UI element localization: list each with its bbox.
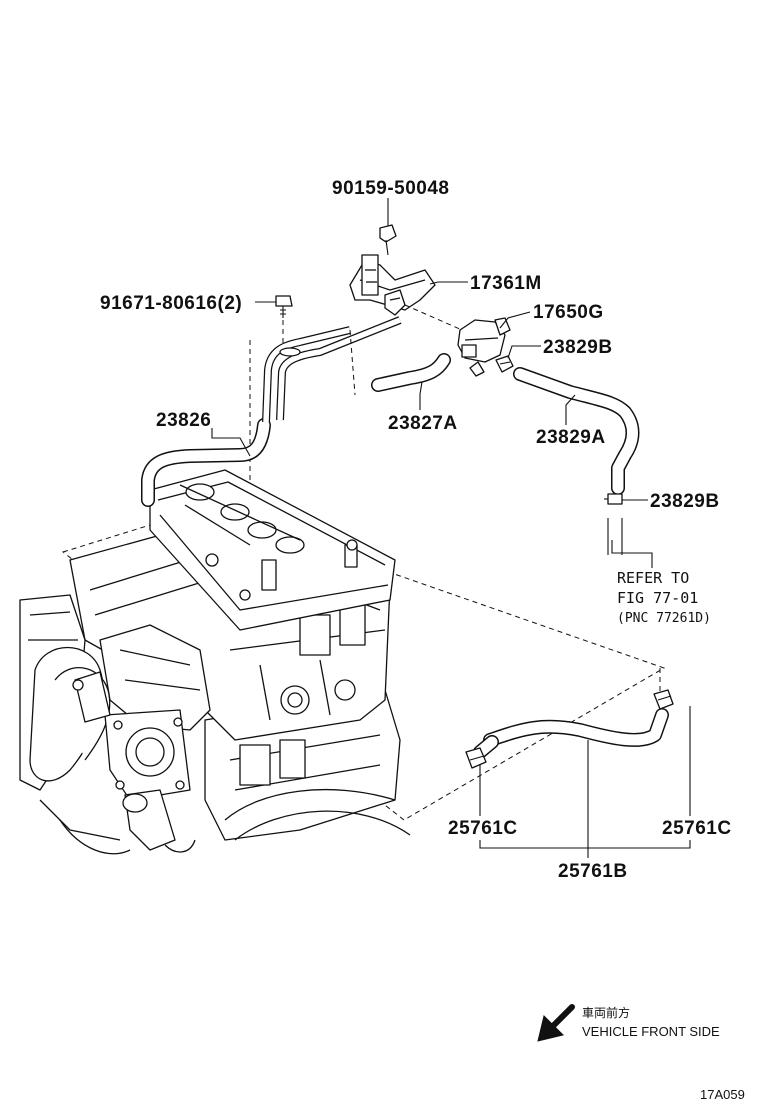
clip-23829b-lower <box>604 493 623 505</box>
bolt-90159-50048 <box>379 224 397 256</box>
refer-line-1: REFER TO <box>617 569 689 587</box>
label-25761b[interactable]: 25761B <box>558 861 628 882</box>
vent-pipe-23826 <box>141 316 402 507</box>
refer-line-2[interactable]: FIG 77-01 <box>617 589 698 607</box>
bolt-91671-80616 <box>275 295 293 345</box>
label-23829a[interactable]: 23829A <box>536 427 606 448</box>
label-25761c-right[interactable]: 25761C <box>662 818 732 839</box>
hose-23827a <box>371 353 451 392</box>
figure-id: 17A059 <box>700 1087 745 1102</box>
vacuum-valve-17650g <box>404 304 511 377</box>
label-23827a[interactable]: 23827A <box>388 413 458 434</box>
hose-23829a <box>513 367 640 495</box>
engine-illustration <box>19 340 666 855</box>
label-23829b-lower[interactable]: 23829B <box>650 491 720 512</box>
pipe-to-fig-77-01 <box>607 518 623 555</box>
label-23826[interactable]: 23826 <box>156 410 211 431</box>
label-23829b-upper[interactable]: 23829B <box>543 337 613 358</box>
leader-lines <box>211 198 691 858</box>
clip-23829b-upper <box>495 355 514 373</box>
refer-line-3: (PNC 77261D) <box>617 611 711 626</box>
label-17361m[interactable]: 17361M <box>470 273 542 294</box>
hose-25761b <box>473 668 669 759</box>
clamp-25761c-left <box>465 747 487 769</box>
front-label-japanese: 車両前方 <box>582 1005 630 1020</box>
label-25761c-left[interactable]: 25761C <box>448 818 518 839</box>
label-91671-80616[interactable]: 91671-80616(2) <box>100 293 242 314</box>
vehicle-front-indicator: 車両前方 VEHICLE FRONT SIDE <box>537 1004 720 1042</box>
clamp-25761c-right <box>653 689 674 710</box>
refer-note: REFER TO FIG 77-01 (PNC 77261D) <box>617 569 711 626</box>
part-labels: 90159-50048 17361M 91671-80616(2) 17650G… <box>100 178 732 882</box>
label-17650g[interactable]: 17650G <box>533 302 604 323</box>
label-90159-50048[interactable]: 90159-50048 <box>332 178 450 199</box>
arrow-down-left-icon <box>537 1004 575 1042</box>
front-label-english: VEHICLE FRONT SIDE <box>582 1024 720 1039</box>
bracket-17361m <box>349 254 436 316</box>
